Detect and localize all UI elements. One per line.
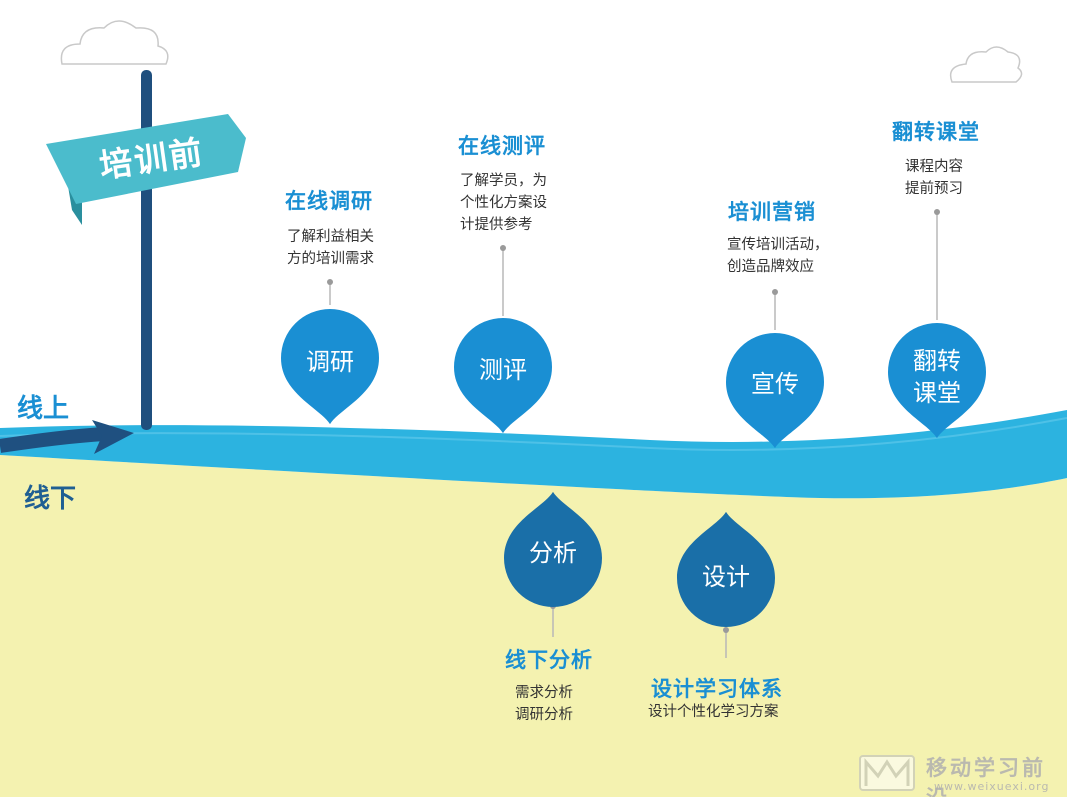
drop-research-connector-dot [327, 279, 333, 285]
drop-label-flipped: 翻转 课堂 [913, 345, 961, 409]
desc-line: 设计个性化学习方案 [648, 704, 779, 720]
watermark-url: www.weixuexi.org [934, 780, 1050, 793]
drop-design-connector-dot [723, 627, 729, 633]
desc-line: 了解利益相关 [287, 229, 374, 245]
drop-analysis [504, 491, 602, 607]
drop-assessment-connector-dot [500, 245, 506, 251]
drop-label-flipped-line: 课堂 [913, 379, 961, 407]
desc-line: 调研分析 [515, 707, 573, 723]
desc-line: 课程内容 [905, 159, 963, 175]
water-band [0, 410, 1067, 499]
drop-design [677, 511, 775, 627]
signpost-pole [141, 70, 152, 430]
step-title-flipped: 翻转课堂 [892, 120, 980, 144]
step-desc-analysis: 需求分析 调研分析 [515, 682, 573, 726]
watermark-name: 移动学习前沿 [926, 756, 1046, 797]
desc-line: 创造品牌效应 [727, 259, 814, 275]
water-highlight [0, 417, 1067, 451]
desc-line: 个性化方案设 [460, 195, 547, 211]
drop-assessment [454, 318, 552, 434]
offline-label: 线下 [24, 484, 77, 514]
drops-layer [281, 309, 986, 627]
drop-label-analysis: 分析 [529, 539, 577, 567]
drop-flipped-connector-dot [934, 209, 940, 215]
step-title-analysis: 线下分析 [505, 648, 593, 672]
arrow-head-icon [92, 420, 134, 454]
desc-line: 提前预习 [905, 181, 963, 197]
desc-line: 了解学员，为 [460, 173, 547, 189]
drop-label-assessment: 测评 [479, 356, 527, 384]
sand-ground [0, 455, 1067, 797]
watermark-logo-icon [859, 755, 915, 791]
drop-flipped [888, 323, 986, 439]
drop-label-promotion: 宣传 [751, 370, 799, 398]
timeline-arrow [0, 427, 105, 453]
step-title-design: 设计学习体系 [651, 677, 783, 701]
step-title-research: 在线调研 [285, 189, 373, 213]
desc-line: 计提供参考 [460, 217, 533, 233]
online-label: 线上 [17, 394, 70, 424]
desc-line: 需求分析 [515, 685, 573, 701]
connector-lines [327, 209, 940, 658]
step-title-marketing: 培训营销 [728, 200, 816, 224]
step-desc-research: 了解利益相关 方的培训需求 [287, 226, 374, 270]
desc-line: 方的培训需求 [287, 251, 374, 267]
cloud-right-icon [949, 46, 1023, 83]
flag-banner [46, 114, 246, 204]
step-desc-marketing: 宣传培训活动， 创造品牌效应 [727, 234, 829, 278]
drop-research [281, 309, 379, 425]
step-desc-assessment: 了解学员，为 个性化方案设 计提供参考 [460, 170, 547, 236]
desc-line: 宣传培训活动， [727, 237, 829, 253]
drop-label-research: 调研 [306, 348, 354, 376]
drop-promotion-connector-dot [772, 289, 778, 295]
drop-label-flipped-line: 翻转 [913, 347, 961, 375]
drop-promotion [726, 333, 824, 449]
cloud-left-icon [60, 20, 169, 65]
drop-label-design: 设计 [702, 563, 750, 591]
step-title-assessment: 在线测评 [458, 134, 546, 158]
step-desc-design: 设计个性化学习方案 [648, 701, 779, 723]
step-desc-flipped: 课程内容 提前预习 [905, 156, 963, 200]
